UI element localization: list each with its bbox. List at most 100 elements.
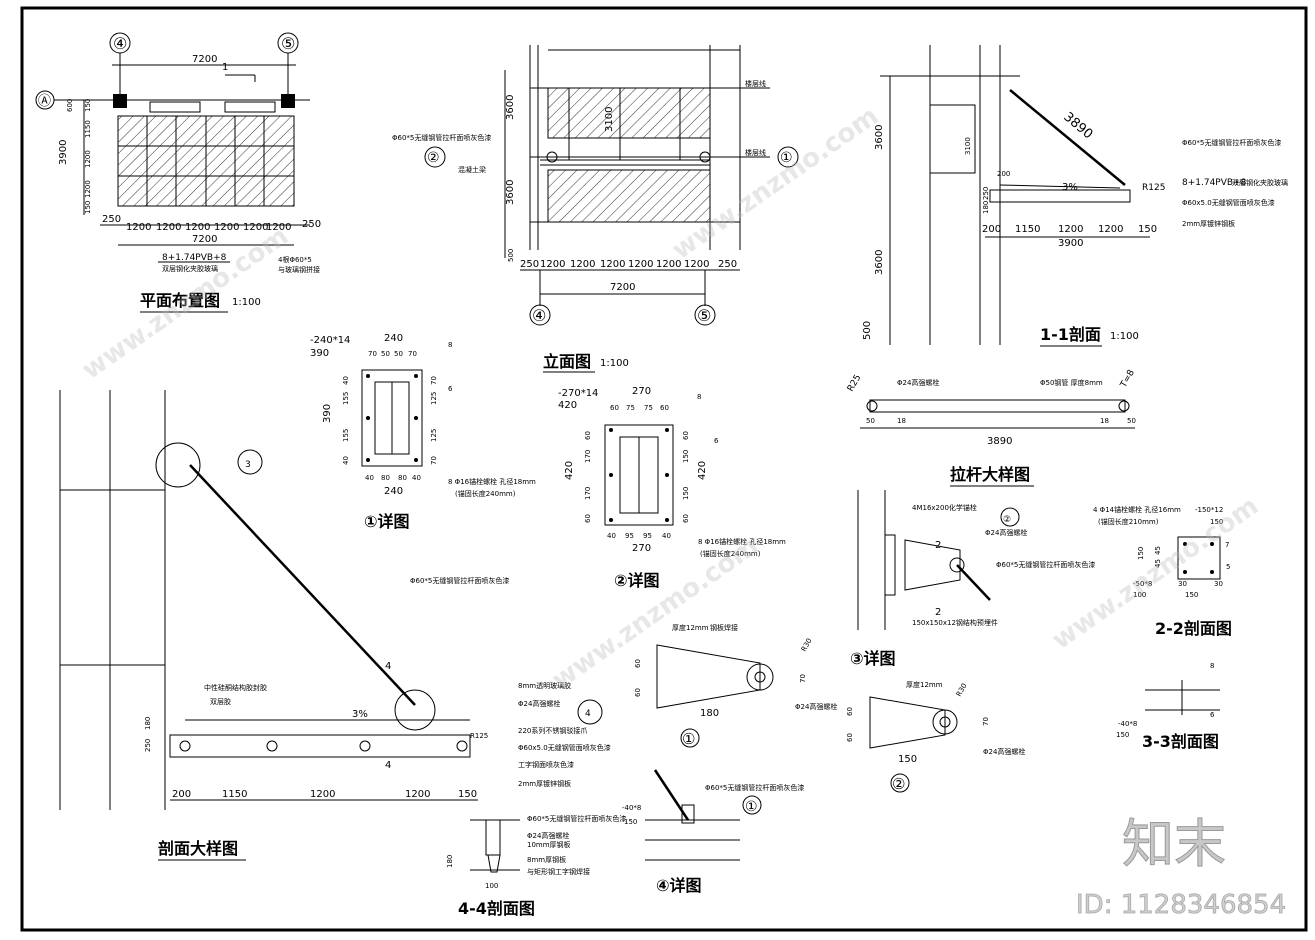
svg-text:1200: 1200 <box>570 259 595 270</box>
svg-text:7200: 7200 <box>610 282 635 293</box>
big-section-title: 剖面大样图 <box>158 839 238 858</box>
svg-text:500: 500 <box>507 249 515 262</box>
svg-text:Φ60*5无缝钢管拉杆面喷灰色漆: Φ60*5无缝钢管拉杆面喷灰色漆 <box>1182 138 1281 147</box>
svg-text:40: 40 <box>342 376 350 385</box>
svg-text:1:100: 1:100 <box>1110 331 1139 342</box>
svg-text:3%: 3% <box>1062 182 1078 193</box>
svg-text:1200: 1200 <box>656 259 681 270</box>
svg-text:30: 30 <box>1178 580 1187 588</box>
svg-text:3890: 3890 <box>987 436 1012 447</box>
svg-text:250: 250 <box>102 214 121 225</box>
svg-text:180: 180 <box>144 717 152 730</box>
svg-text:45: 45 <box>1154 546 1162 555</box>
svg-text:Φ60x5.0无缝钢管面喷灰色漆: Φ60x5.0无缝钢管面喷灰色漆 <box>518 743 611 752</box>
svg-text:T=8: T=8 <box>1118 368 1137 390</box>
svg-text:中性硅酮结构胶封胶: 中性硅酮结构胶封胶 <box>204 683 267 692</box>
svg-text:180: 180 <box>446 855 454 868</box>
svg-text:240: 240 <box>384 333 403 344</box>
svg-text:60: 60 <box>846 707 854 716</box>
svg-text:70: 70 <box>799 674 807 683</box>
svg-text:⑤: ⑤ <box>697 306 711 325</box>
svg-text:95: 95 <box>625 532 634 540</box>
svg-text:150: 150 <box>84 201 92 214</box>
svg-text:与矩形钢工字钢焊接: 与矩形钢工字钢焊接 <box>527 867 590 876</box>
svg-text:①: ① <box>745 799 758 815</box>
plan-cut-1: 1 <box>222 62 228 73</box>
svg-text:2mm厚镀锌钢板: 2mm厚镀锌钢板 <box>518 779 571 788</box>
sheet-border <box>20 6 1308 932</box>
svg-text:-270*14: -270*14 <box>558 388 598 399</box>
svg-text:Φ24高强螺栓: Φ24高强螺栓 <box>897 378 939 387</box>
section-1-1: 3890 3% R125 Φ60*5无缝钢管拉杆面喷灰色漆 8+1.74PVB+… <box>862 45 1288 347</box>
plan-title: 平面布置图 <box>140 291 220 310</box>
svg-text:70: 70 <box>408 350 417 358</box>
svg-text:R30: R30 <box>955 682 969 698</box>
svg-text:①: ① <box>682 730 695 748</box>
svg-text:2: 2 <box>935 607 941 618</box>
section-4-4: Φ60*5无缝钢管拉杆面喷灰色漆 Φ24高强螺栓 10mm厚钢板 8mm厚钢板 … <box>446 814 626 918</box>
svg-text:1200: 1200 <box>84 150 92 168</box>
svg-text:150: 150 <box>84 99 92 112</box>
svg-text:3600: 3600 <box>874 125 885 150</box>
svg-text:50: 50 <box>1127 417 1136 425</box>
svg-text:150: 150 <box>458 789 477 800</box>
svg-text:150: 150 <box>1210 518 1223 526</box>
svg-text:40: 40 <box>662 532 671 540</box>
section-2-2: 4 Φ14锚栓螺栓 孔径16mm (锚固长度210mm) -150*12 150… <box>1093 505 1232 638</box>
svg-text:6: 6 <box>1210 711 1215 719</box>
svg-text:60: 60 <box>682 514 690 523</box>
svg-text:60: 60 <box>846 733 854 742</box>
svg-text:1200: 1200 <box>185 222 210 233</box>
svg-text:3: 3 <box>245 460 251 470</box>
svg-text:70: 70 <box>430 456 438 465</box>
rod-title: 拉杆大样图 <box>950 465 1030 484</box>
svg-text:70: 70 <box>430 376 438 385</box>
svg-text:1200: 1200 <box>156 222 181 233</box>
svg-text:Φ24高强螺栓: Φ24高强螺栓 <box>795 702 837 711</box>
svg-text:3600: 3600 <box>874 250 885 275</box>
svg-text:④: ④ <box>532 306 546 325</box>
axis-5-label: ⑤ <box>281 34 295 53</box>
elevation-view: ② ① Φ60*5无缝钢管拉杆面喷灰色漆 混凝土梁 楼层线 楼层线 3600 3… <box>392 45 799 373</box>
svg-text:双层胶: 双层胶 <box>210 697 231 706</box>
svg-text:1:100: 1:100 <box>600 358 629 369</box>
svg-text:3900: 3900 <box>1058 238 1083 249</box>
sec22-title: 2-2剖面图 <box>1155 619 1232 638</box>
svg-text:18: 18 <box>1100 417 1109 425</box>
svg-text:8+1.74PVB+8: 8+1.74PVB+8 <box>162 253 227 263</box>
svg-text:155: 155 <box>342 392 350 405</box>
svg-text:1150: 1150 <box>222 789 247 800</box>
detail-3: 4M16x200化学锚栓 Φ24高强螺栓 Φ60*5无缝钢管拉杆面喷灰色漆 15… <box>850 490 1095 668</box>
svg-text:1200: 1200 <box>1058 224 1083 235</box>
svg-text:2mm厚镀锌钢板: 2mm厚镀锌钢板 <box>1182 219 1235 228</box>
svg-text:R125: R125 <box>1142 183 1165 193</box>
svg-text:200: 200 <box>172 789 191 800</box>
svg-text:155: 155 <box>342 429 350 442</box>
svg-text:4: 4 <box>385 661 391 672</box>
svg-text:5: 5 <box>1226 563 1230 571</box>
svg-text:125: 125 <box>430 392 438 405</box>
svg-text:8+1.74PVB+8: 8+1.74PVB+8 <box>1182 178 1247 188</box>
svg-text:1200: 1200 <box>310 789 335 800</box>
svg-text:Φ60*5无缝钢管拉杆面喷灰色漆: Φ60*5无缝钢管拉杆面喷灰色漆 <box>705 783 804 792</box>
detail-4: Φ60*5无缝钢管拉杆面喷灰色漆 -40*8 150 ① ④详图 <box>622 769 804 895</box>
svg-text:220系列不锈钢驳接爪: 220系列不锈钢驳接爪 <box>518 726 587 735</box>
svg-text:1200: 1200 <box>628 259 653 270</box>
svg-text:40: 40 <box>607 532 616 540</box>
big-section: 3 Φ60*5无缝钢管拉杆面喷灰色漆 4 3% R125 中性硅酮结构胶封胶 双… <box>59 390 611 861</box>
svg-text:1200: 1200 <box>600 259 625 270</box>
svg-text:R125: R125 <box>470 732 488 740</box>
svg-text:200: 200 <box>982 224 1001 235</box>
svg-text:250: 250 <box>520 259 539 270</box>
detail-2: -270*14 420 270 60 75 75 60 420 60 170 1… <box>558 386 786 590</box>
svg-text:250: 250 <box>144 739 152 752</box>
svg-text:170: 170 <box>584 450 592 463</box>
svg-text:楼层线: 楼层线 <box>745 79 766 88</box>
svg-text:1200: 1200 <box>405 789 430 800</box>
svg-text:②: ② <box>1003 515 1011 525</box>
svg-text:8: 8 <box>1210 662 1214 670</box>
svg-text:3100: 3100 <box>604 107 615 132</box>
svg-text:3%: 3% <box>352 709 368 720</box>
svg-text:Φ60*5无缝钢管拉杆面喷灰色漆: Φ60*5无缝钢管拉杆面喷灰色漆 <box>996 560 1095 569</box>
